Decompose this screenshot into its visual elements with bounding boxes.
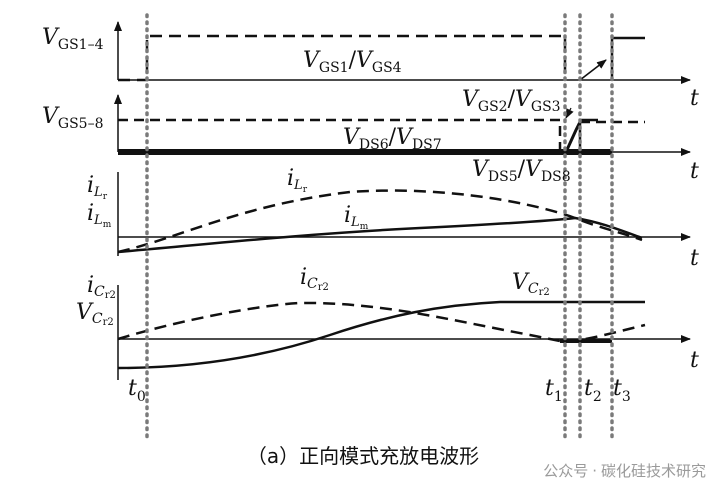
p1-ylabel: VGS1–4 [42, 25, 104, 53]
p2-vds-transition [564, 121, 582, 153]
time-label-t1: t1 [545, 376, 563, 405]
watermark-source: 公众号 [543, 462, 589, 480]
p3-ylabel-ilr: iLr [87, 173, 108, 202]
p1-transition-arrow [579, 59, 607, 81]
p3-ilm-curve [117, 216, 643, 254]
p3-ylabel-ilm: iLm [87, 201, 112, 230]
p2-ylabel: VGS5–8 [42, 104, 103, 132]
p2-t-label: t [690, 159, 699, 184]
p1-vgs14-solid-rise [610, 36, 645, 80]
time-label-t3: t3 [613, 376, 631, 405]
p3-curve-label-ilm: iLm [344, 203, 369, 232]
p2-vgs-solid-step [578, 118, 598, 152]
watermark-separator: · [592, 462, 597, 480]
figure-caption: （a）正向模式充放电波形 [246, 444, 480, 468]
watermark: 公众号·碳化硅技术研究 [543, 460, 706, 481]
p3-t-label: t [690, 246, 699, 271]
p1-t-label: t [690, 86, 699, 111]
p2-annotation-ds58: VDS5/VDS8 [472, 157, 571, 185]
p4-t-label: t [690, 348, 699, 373]
p4-curve-label-icr: iCr2 [300, 265, 329, 293]
p4-icr-curve [117, 301, 646, 343]
p4-ylabel-icr: iCr2 [87, 273, 116, 301]
p4-vcr-curve [117, 300, 645, 370]
watermark-name: 碳化硅技术研究 [600, 462, 706, 480]
time-label-t0: t0 [128, 376, 146, 405]
p1-annotation: VGS1/VGS4 [303, 48, 402, 76]
p2-annotation-gs: VGS2/VGS3 [462, 87, 561, 115]
p4-curve-label-vcr: VCr2 [512, 270, 550, 298]
time-marker-lines [145, 13, 614, 440]
p4-ylabel-vcr: VCr2 [76, 300, 114, 328]
p3-curve-label-ilr: iLr [287, 166, 308, 195]
time-label-t2: t2 [584, 376, 602, 405]
p2-gs-arrow [565, 107, 574, 119]
p3-ilr-curve [117, 189, 643, 254]
p2-annotation-ds67: VDS6/VDS7 [343, 125, 442, 153]
